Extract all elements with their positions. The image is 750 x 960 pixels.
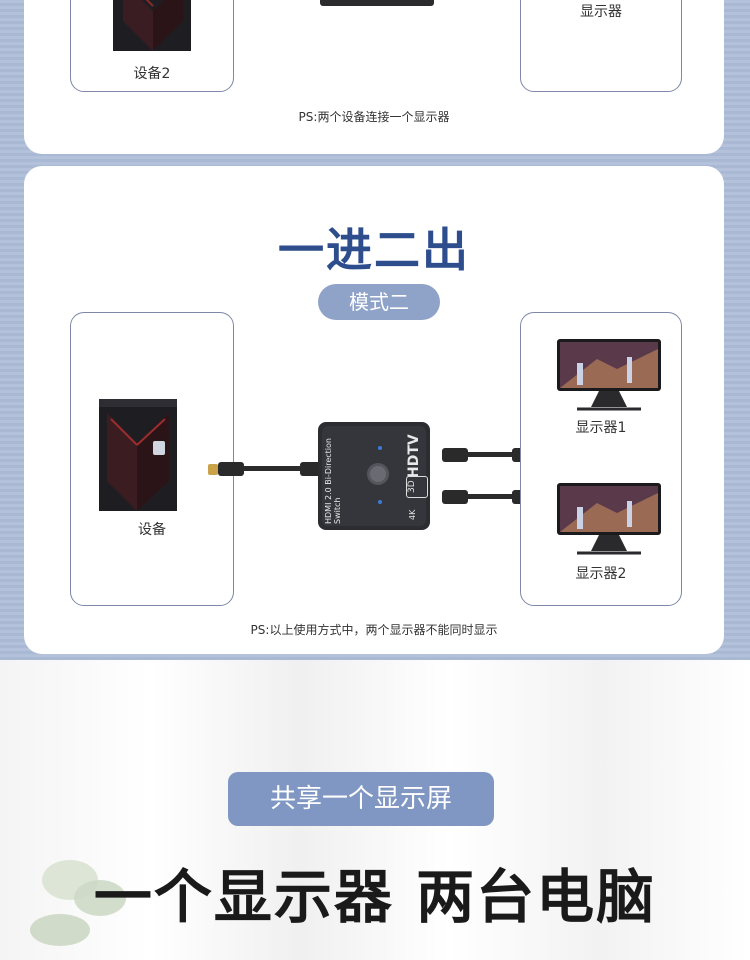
mode-two-note: PS:以上使用方式中，两个显示器不能同时显示 xyxy=(250,623,498,637)
mode-two-title: 一进二出 xyxy=(278,223,470,277)
hdmi-plug-tip xyxy=(208,464,218,475)
monitor-icon xyxy=(557,483,661,555)
device-frame: 设备 xyxy=(70,312,234,606)
monitors-frame: 显示器1 显示器2 xyxy=(520,312,682,606)
plant-leaves-icon xyxy=(30,860,126,946)
monitor-label: 显示器 xyxy=(580,4,622,20)
share-display-badge: 共享一个显示屏 xyxy=(228,772,494,826)
monitor2-label: 显示器2 xyxy=(575,566,627,582)
monitor-icon xyxy=(557,339,661,411)
hdmi-switch-device xyxy=(318,422,430,530)
device2-frame: 设备2 xyxy=(70,0,234,92)
device-label: 设备 xyxy=(138,522,166,538)
switch-hdtv-text: HDTV xyxy=(406,434,422,478)
mode-two-badge: 模式二 xyxy=(318,284,440,320)
switch-box-icon xyxy=(320,0,434,6)
switch-3d-text: 3D xyxy=(406,476,428,498)
headline: 一个显示器 两台电脑 xyxy=(93,863,657,931)
pc-tower-icon xyxy=(99,399,177,511)
hdmi-cable xyxy=(466,494,514,499)
hdmi-plug xyxy=(442,490,468,504)
hdmi-cable xyxy=(242,466,302,471)
mode-two-card: 一进二出 模式二 设备 HDMI 2.0 Bi-Direction Switch… xyxy=(24,166,724,654)
hdmi-plug xyxy=(442,448,468,462)
mode-one-note: PS:两个设备连接一个显示器 xyxy=(298,110,450,124)
hdmi-cable xyxy=(466,452,514,457)
mode-one-card: 设备2 显示器 PS:两个设备连接一个显示器 xyxy=(24,0,724,154)
monitor-frame: 显示器 xyxy=(520,0,682,92)
switch-4k-text: 4K xyxy=(408,509,417,520)
monitor1-label: 显示器1 xyxy=(575,420,627,436)
device2-label: 设备2 xyxy=(133,66,171,82)
pc-tower-icon xyxy=(113,0,191,51)
hdmi-plug xyxy=(218,462,244,476)
switch-model-text: HDMI 2.0 Bi-Direction Switch xyxy=(324,438,342,524)
